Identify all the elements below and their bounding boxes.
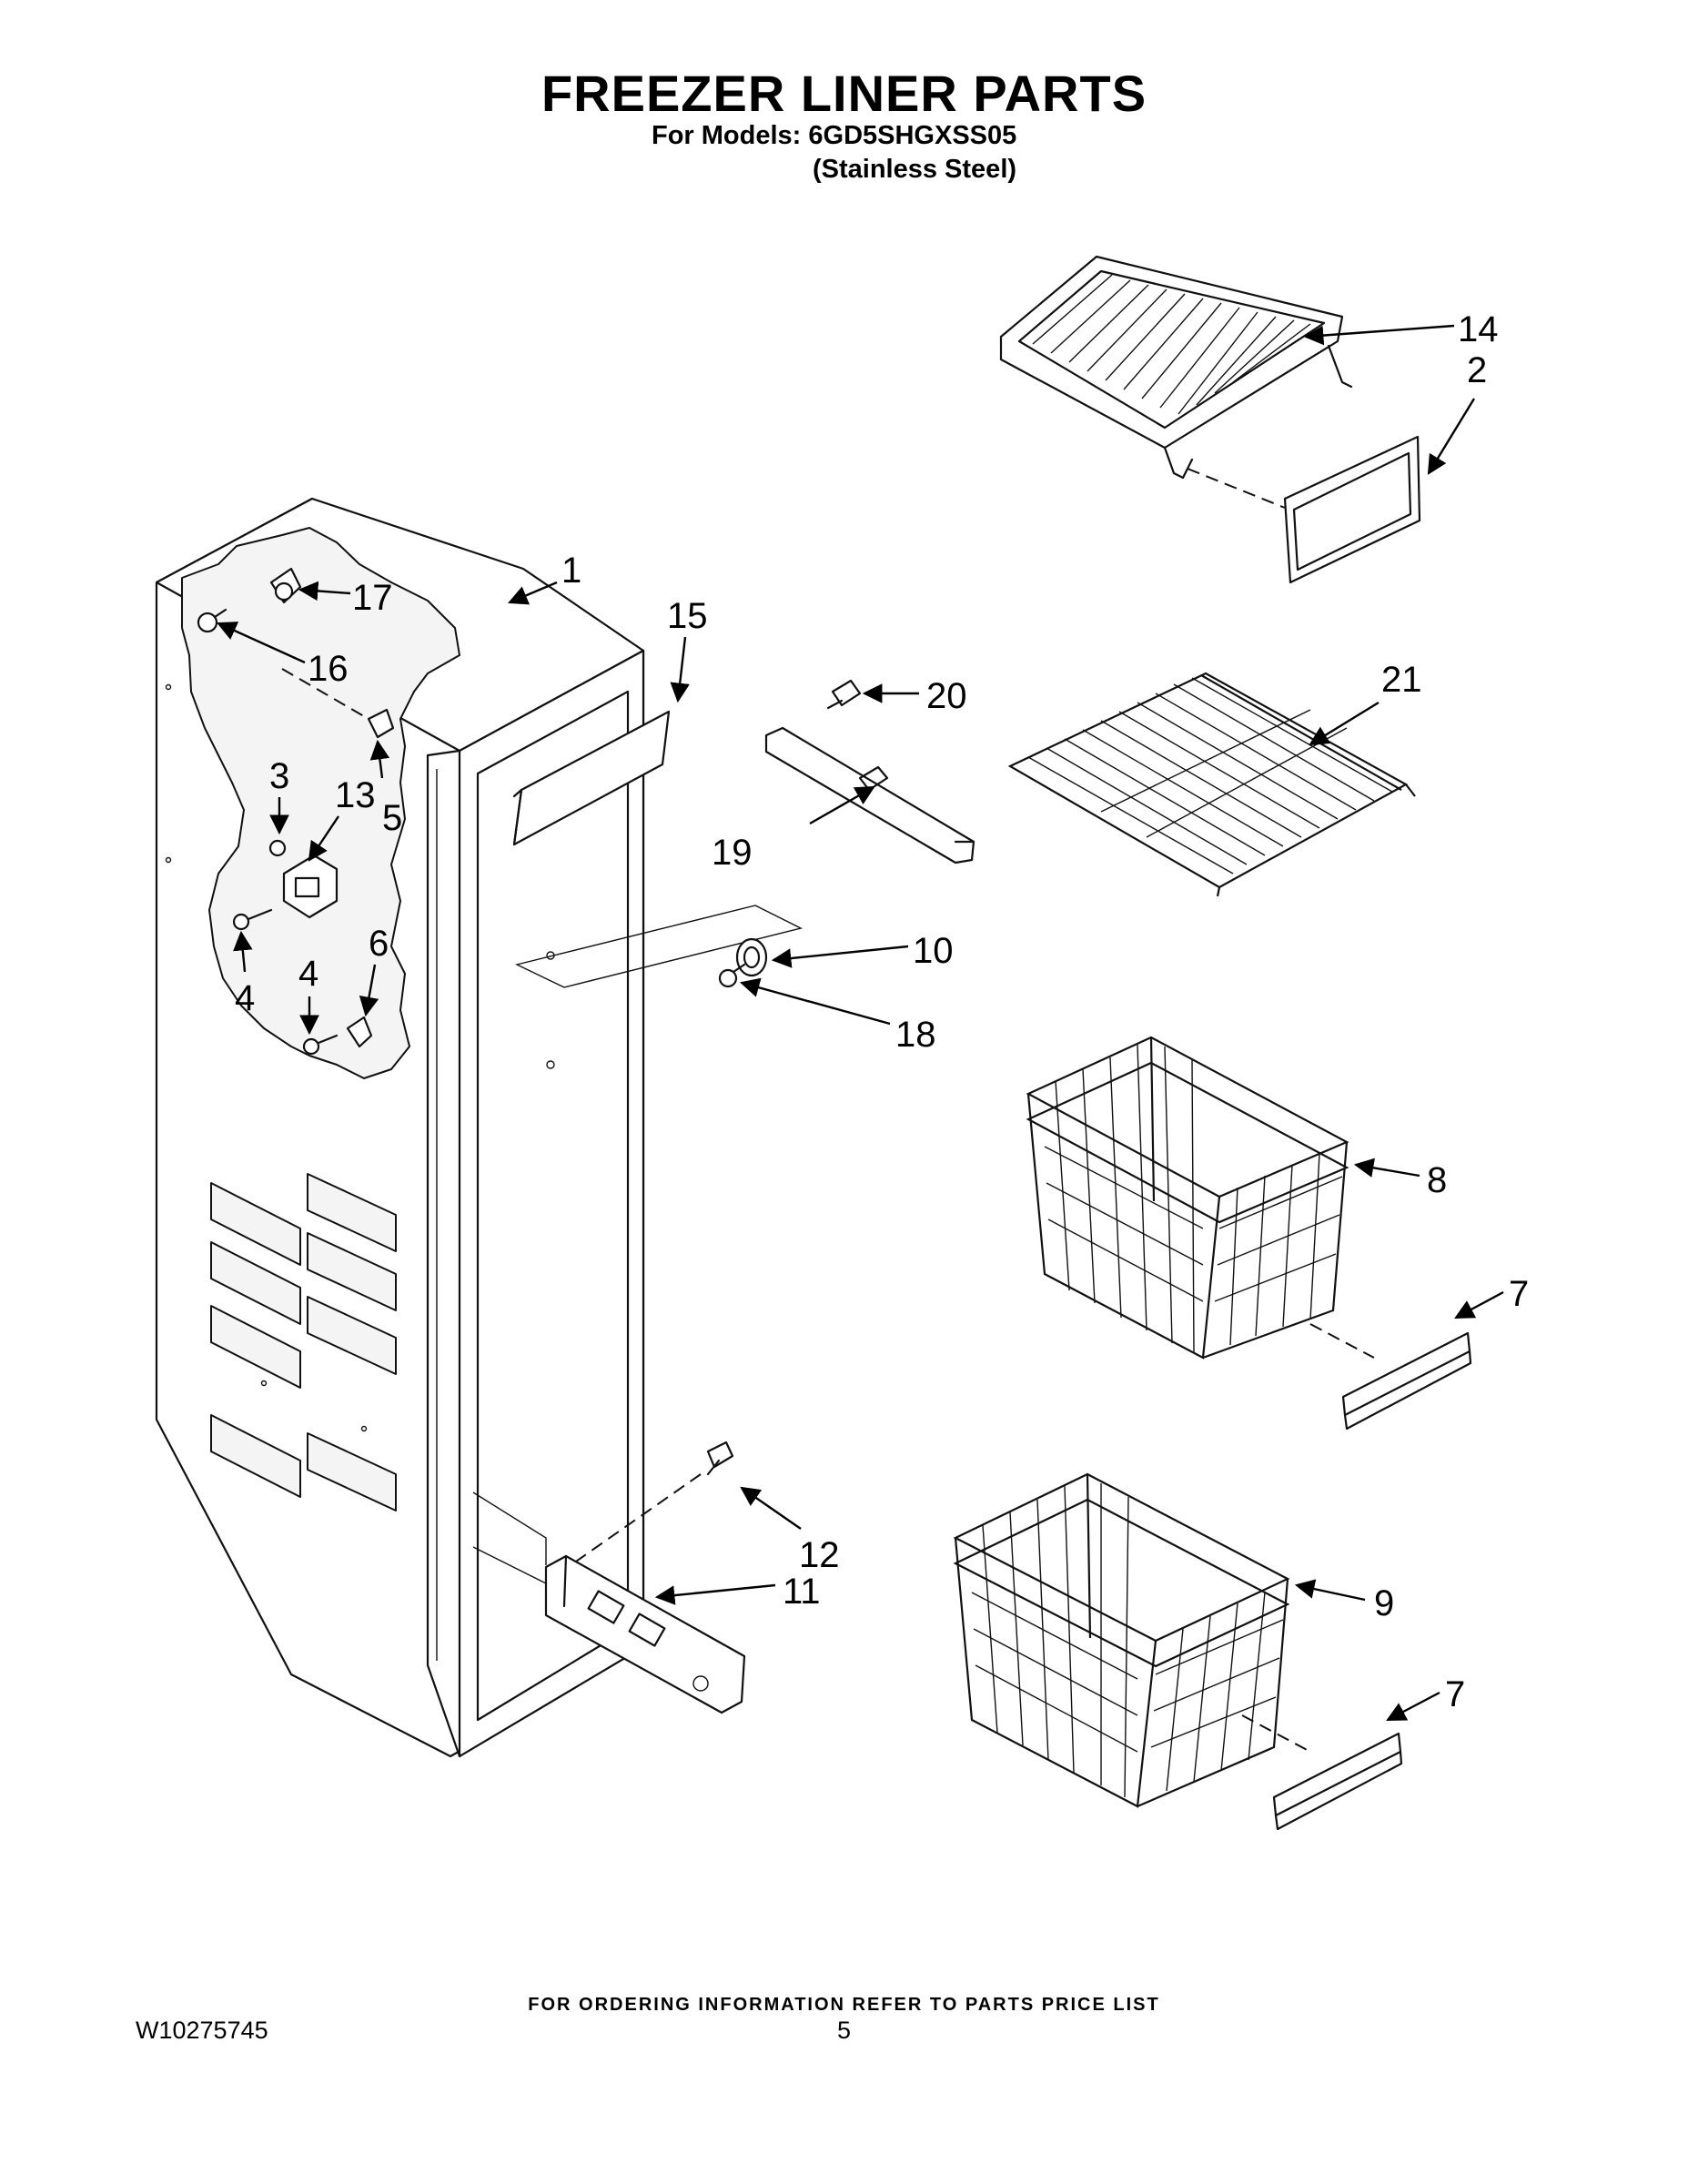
callout-5: 5 <box>382 798 402 838</box>
part-21-wire-shelf <box>1007 672 1416 897</box>
callout-4-lower: 4 <box>298 954 318 994</box>
callout-20: 20 <box>926 676 967 716</box>
part-19-rail <box>764 726 975 864</box>
part-9-basket <box>953 1472 1290 1808</box>
callout-2: 2 <box>1467 350 1487 390</box>
callout-15: 15 <box>667 596 708 636</box>
variant-label: (Stainless Steel) <box>813 155 1017 184</box>
part-7-upper-trim <box>1309 1323 1472 1431</box>
callout-21: 21 <box>1381 660 1422 700</box>
cutaway-parts <box>197 567 395 1056</box>
part-10-socket <box>718 937 768 988</box>
callout-13: 13 <box>335 775 376 815</box>
document-number: W10275745 <box>136 2017 268 2044</box>
callout-14: 14 <box>1458 309 1499 349</box>
callout-12: 12 <box>799 1535 840 1575</box>
callout-11: 11 <box>783 1572 821 1612</box>
models-label: For Models: 6GD5SHGXSS05 <box>652 121 1017 150</box>
callout-1: 1 <box>561 551 581 591</box>
callout-6: 6 <box>369 924 389 964</box>
part-14-shelf <box>999 255 1353 480</box>
side-wall-vents <box>210 1173 397 1512</box>
part-7-lower-trim <box>1241 1714 1403 1831</box>
part-2-trim <box>1187 435 1421 584</box>
callout-8: 8 <box>1427 1160 1447 1200</box>
callout-7-upper: 7 <box>1509 1274 1529 1314</box>
callout-10: 10 <box>913 931 954 971</box>
part-11-cover <box>544 1554 746 1714</box>
page-title: FREEZER LINER PARTS <box>541 65 1147 122</box>
callout-18: 18 <box>895 1015 936 1055</box>
callout-3: 3 <box>269 756 289 796</box>
callout-17: 17 <box>352 578 393 618</box>
page-number: 5 <box>837 2017 852 2044</box>
part-15-trim <box>512 710 671 846</box>
ordering-note: FOR ORDERING INFORMATION REFER TO PARTS … <box>528 1995 1160 2015</box>
callout-7-lower: 7 <box>1445 1674 1465 1714</box>
callout-9: 9 <box>1374 1583 1394 1623</box>
callout-16: 16 <box>308 649 349 689</box>
leader-lines <box>217 324 1504 1722</box>
callout-numbers: 1 14 2 17 16 15 20 21 19 3 13 5 4 4 6 10… <box>235 309 1529 1714</box>
freezer-liner <box>155 497 804 1758</box>
part-20-screw <box>826 679 862 710</box>
callout-19: 19 <box>712 833 753 873</box>
part-12-screw <box>563 1441 734 1571</box>
callout-4-upper: 4 <box>235 978 255 1018</box>
part-8-basket <box>1026 1036 1349 1360</box>
